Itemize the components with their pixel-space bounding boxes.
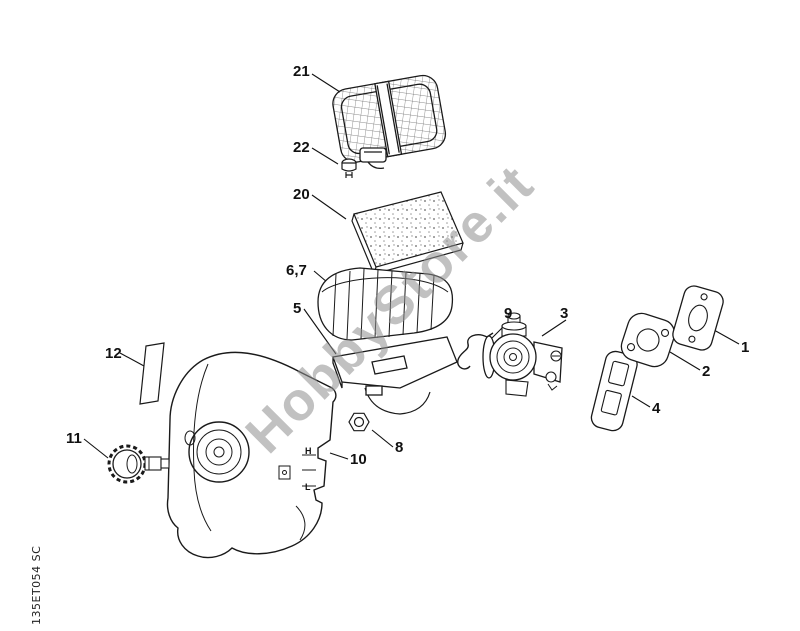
knob-drawing xyxy=(107,444,170,484)
spring-wire-drawing xyxy=(457,332,494,370)
part-label-9: 9 xyxy=(504,305,513,322)
cover-marking-l: L xyxy=(305,482,311,492)
sticker-drawing xyxy=(139,342,165,405)
gasket-drawing xyxy=(672,285,724,351)
foam-element-drawing xyxy=(351,191,464,276)
spacer-drawing xyxy=(590,350,638,432)
part-label-11: 11 xyxy=(66,430,82,447)
filter-plate-drawing xyxy=(332,336,458,415)
part-label-3: 3 xyxy=(560,305,569,322)
part-label-1: 1 xyxy=(741,339,750,356)
footer-code: 135ET054 SC xyxy=(30,545,43,625)
part-label-8: 8 xyxy=(395,439,404,456)
screw-drawing xyxy=(341,158,357,178)
leader-lines xyxy=(83,73,740,460)
air-filter-cover-drawing xyxy=(332,74,447,170)
carburetor-drawing xyxy=(482,312,563,397)
nut-drawing xyxy=(348,412,370,432)
part-label-4: 4 xyxy=(652,400,661,417)
part-label-2: 2 xyxy=(702,363,711,380)
part-label-10: 10 xyxy=(350,451,367,468)
flange-drawing xyxy=(620,312,676,368)
part-label-22: 22 xyxy=(293,139,310,156)
cover-marking-h: H xyxy=(305,446,312,456)
part-label-20: 20 xyxy=(293,186,310,203)
filter-base-drawing xyxy=(317,267,454,341)
part-label-5: 5 xyxy=(293,300,302,317)
part-label-21: 21 xyxy=(293,63,310,80)
part-label-6-7: 6,7 xyxy=(286,262,307,279)
engine-cover-drawing xyxy=(166,351,337,559)
part-label-12: 12 xyxy=(105,345,122,362)
